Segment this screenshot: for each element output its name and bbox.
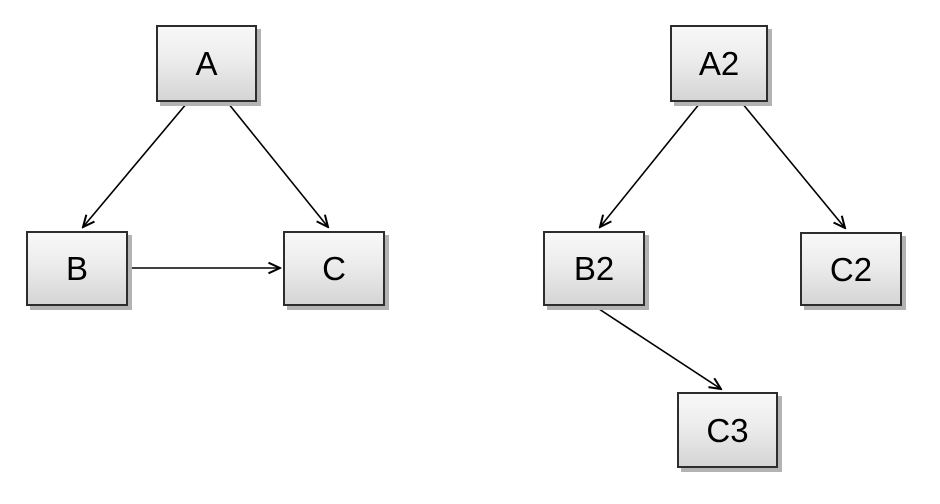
edge-A-C (227, 102, 328, 227)
node-label-A: A (195, 45, 218, 82)
edge-group (83, 102, 845, 389)
node-A[interactable]: A (156, 25, 257, 102)
edge-A-B (83, 102, 188, 227)
edge-A2-B2 (600, 102, 701, 227)
node-A2[interactable]: A2 (670, 25, 768, 102)
node-label-C2: C2 (829, 250, 873, 288)
node-C2[interactable]: C2 (800, 232, 902, 306)
node-label-B2: B2 (573, 250, 615, 287)
edge-A2-C2 (741, 102, 845, 228)
node-C3[interactable]: C3 (677, 392, 778, 468)
node-C[interactable]: C (283, 231, 385, 306)
edge-B2-C3 (595, 306, 721, 389)
node-label-C: C (322, 250, 346, 287)
node-label-A2: A2 (698, 45, 740, 82)
node-B[interactable]: B (26, 231, 128, 306)
node-B2[interactable]: B2 (543, 231, 645, 306)
node-label-B: B (65, 250, 88, 287)
node-label-C3: C3 (706, 411, 749, 449)
